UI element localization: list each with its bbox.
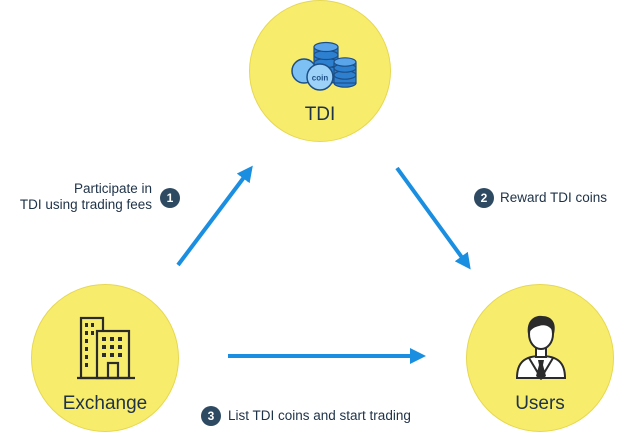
coin-stack-icon: coin: [291, 41, 357, 91]
step-3-text: List TDI coins and start trading: [228, 408, 411, 423]
step-1-badge: 1: [160, 188, 180, 208]
step-1-text: Participate in TDI using trading fees: [0, 181, 152, 213]
users-node: Users: [466, 284, 614, 432]
step-3-badge: 3: [201, 406, 221, 426]
arrow-tdi-to-users: [395, 166, 471, 270]
step-2-text: Reward TDI coins: [500, 190, 608, 205]
exchange-label: Exchange: [62, 393, 148, 414]
user-icon: [515, 315, 567, 380]
exchange-node: Exchange: [31, 284, 179, 432]
users-label: Users: [515, 393, 565, 414]
step-1-line-1: Participate in: [73, 181, 152, 196]
arrow-exchange-to-tdi: [176, 165, 253, 267]
coin-label: coin: [312, 74, 329, 83]
tdi-label: TDI: [304, 104, 336, 125]
step-1-line-2: TDI using trading fees: [19, 197, 152, 212]
step-2-badge: 2: [474, 188, 494, 208]
building-icon: [77, 316, 135, 380]
tdi-node: coin TDI: [249, 0, 391, 142]
